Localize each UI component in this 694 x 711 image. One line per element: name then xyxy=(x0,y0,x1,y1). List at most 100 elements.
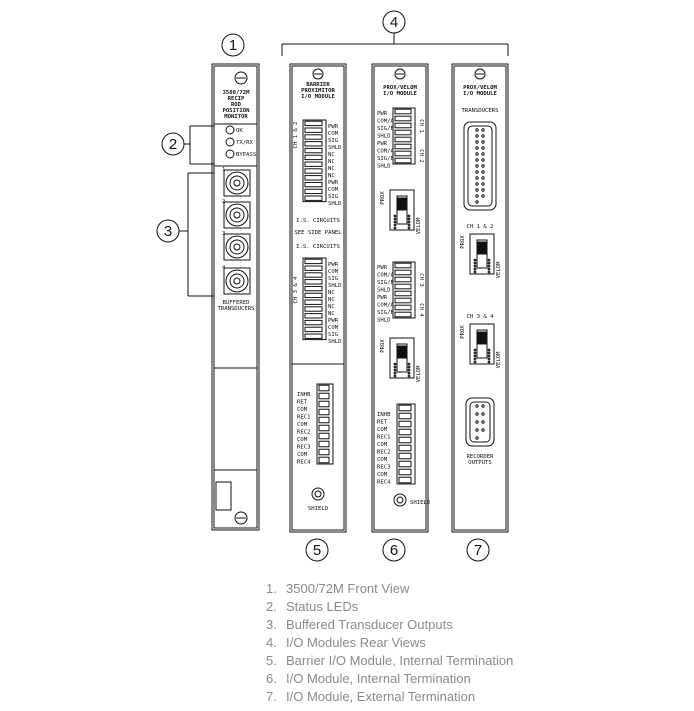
front-bnc-2-outer xyxy=(225,235,249,259)
barrier-lower-term-7: REC3 xyxy=(297,445,310,451)
barrier-term-b-1: COM xyxy=(328,269,339,275)
external-transducers-dsub-pin xyxy=(481,188,485,192)
barrier-shield-label: SHIELD xyxy=(308,506,329,512)
internal-shield-stud-inner xyxy=(396,496,404,504)
front-bnc-2-pin xyxy=(233,243,241,251)
barrier-block-b-terminal-6 xyxy=(304,299,323,305)
internal-lower-block-terminal-3 xyxy=(398,428,412,436)
legend: 1.3500/72M Front View 2.Status LEDs 3.Bu… xyxy=(266,580,513,706)
front-buffered-label-0: BUFFERED xyxy=(223,300,251,306)
external-title-line-0: PROX/VELOM xyxy=(463,85,497,91)
internal-switch-a-dot xyxy=(393,214,397,218)
internal-lower-block-terminal-5 xyxy=(398,444,412,452)
external-switch-b-dot xyxy=(487,348,491,352)
barrier-block-b-terminal-5 xyxy=(304,292,323,299)
external-switch-a-dot xyxy=(473,270,477,274)
internal-switch-b-dot xyxy=(393,368,397,372)
front-led-label-0: OK xyxy=(236,128,243,134)
external-switch-b-dot xyxy=(487,360,491,364)
barrier-term-b-3: SHLD xyxy=(328,283,342,289)
front-bnc-2-ring xyxy=(229,239,245,255)
legend-item-4: 4.I/O Modules Rear Views xyxy=(266,635,426,650)
front-led-0 xyxy=(225,125,235,135)
front-bnc-3-flange xyxy=(223,267,251,295)
external-switch-b-dot xyxy=(487,357,491,361)
callout-3-number: 3 xyxy=(164,223,172,240)
internal-term-a-4: PWR xyxy=(377,141,388,147)
barrier-block-b-terminal-2 xyxy=(304,272,323,278)
external-switch-a-dot xyxy=(487,264,491,268)
barrier-lower-block-terminal-2 xyxy=(318,400,330,408)
barrier-term-b-8: PWR xyxy=(328,318,339,324)
external-transducers-dsub-pin xyxy=(475,182,479,186)
internal-block-b-body xyxy=(392,261,416,319)
barrier-is-circuits-a: I.S. CIRCUITS xyxy=(296,218,340,224)
internal-lower-term-6: COM xyxy=(377,457,388,463)
external-transducers-dsub-pin xyxy=(481,152,485,156)
external-recorder-dsub-pin xyxy=(481,404,485,408)
internal-switch-a-dot xyxy=(407,214,411,218)
barrier-block-a-terminal-6 xyxy=(304,161,323,167)
barrier-term-b-10: SIG xyxy=(328,332,339,338)
external-transducers-dsub-pin xyxy=(475,140,479,144)
external-panel-inner xyxy=(453,65,507,531)
barrier-block-a-terminal-3 xyxy=(304,141,323,147)
barrier-lower-block-terminal-1 xyxy=(318,392,330,400)
barrier-lower-term-8: COM xyxy=(297,452,308,458)
front-bnc-1-outer xyxy=(225,203,249,227)
external-switch-a-dot xyxy=(473,261,477,265)
external-switch-a-dot xyxy=(473,267,477,271)
front-title-line-2: ROD xyxy=(231,102,242,108)
external-switch-b-dot xyxy=(473,351,477,355)
internal-block-b-terminal-4 xyxy=(394,290,412,297)
barrier-panel-inner xyxy=(291,65,345,531)
internal-lower-term-0: INHB xyxy=(377,412,391,418)
barrier-term-a-3: SHLD xyxy=(328,145,342,151)
callout-5-circle xyxy=(305,538,329,562)
internal-term-a-0: PWR xyxy=(377,111,388,117)
barrier-lower-block-body xyxy=(316,383,334,465)
internal-switch-b-dot xyxy=(393,362,397,366)
external-switch-a-velom-label: VELOM xyxy=(496,261,502,278)
internal-switch-a-dot xyxy=(407,217,411,221)
front-buffered-label-1: TRANSDUCERS xyxy=(217,306,254,312)
internal-title-line-1: I/O MODULE xyxy=(383,91,417,97)
internal-block-a-terminal-4 xyxy=(394,136,412,143)
internal-term-b-7: SHLD xyxy=(377,318,391,324)
internal-lower-block-terminal-0 xyxy=(398,404,412,412)
internal-term-a-6: SIG/B xyxy=(377,156,394,162)
external-recorder-dsub-pin xyxy=(475,412,479,416)
internal-switch-b-dot xyxy=(393,374,397,378)
barrier-shield-stud-inner xyxy=(314,490,322,498)
external-transducers-dsub-pin xyxy=(475,194,479,198)
front-bnc-1-flange xyxy=(223,201,251,229)
front-bnc-2-flange xyxy=(223,233,251,261)
internal-lower-term-8: COM xyxy=(377,472,388,478)
internal-switch-b-prox-label: PROX xyxy=(380,339,386,353)
barrier-block-b-terminal-10 xyxy=(304,326,323,333)
internal-lower-block-body xyxy=(396,403,416,485)
barrier-lower-term-1: RET xyxy=(297,400,308,406)
barrier-block-b-body xyxy=(302,257,327,341)
internal-block-b-terminal-6 xyxy=(394,304,412,311)
internal-switch-b-dot xyxy=(407,374,411,378)
external-recorder-dsub-shell xyxy=(465,397,495,447)
barrier-lower-term-0: INHB xyxy=(297,392,311,398)
front-title-line-4: MONITOR xyxy=(224,114,248,120)
external-switch-a-housing xyxy=(469,233,495,275)
barrier-title-line-1: PROXIMITOR xyxy=(301,88,335,94)
external-transducers-dsub-pin xyxy=(475,158,479,162)
barrier-block-a-terminal-0 xyxy=(304,120,323,127)
internal-switch-a-velom-label: VELOM xyxy=(416,217,422,234)
barrier-lower-term-3: REC1 xyxy=(297,415,310,421)
internal-term-a-1: COM/A xyxy=(377,119,394,125)
external-switch-b-dot xyxy=(473,360,477,364)
front-led-1 xyxy=(225,137,235,147)
external-transducers-dsub-pin xyxy=(481,170,485,174)
internal-switch-a-prox-label: PROX xyxy=(380,191,386,205)
external-switch-b-slider-well xyxy=(476,329,488,359)
internal-block-b-terminal-5 xyxy=(394,297,412,304)
barrier-block-b-terminal-9 xyxy=(304,319,323,326)
internal-switch-b-slider xyxy=(397,345,407,359)
